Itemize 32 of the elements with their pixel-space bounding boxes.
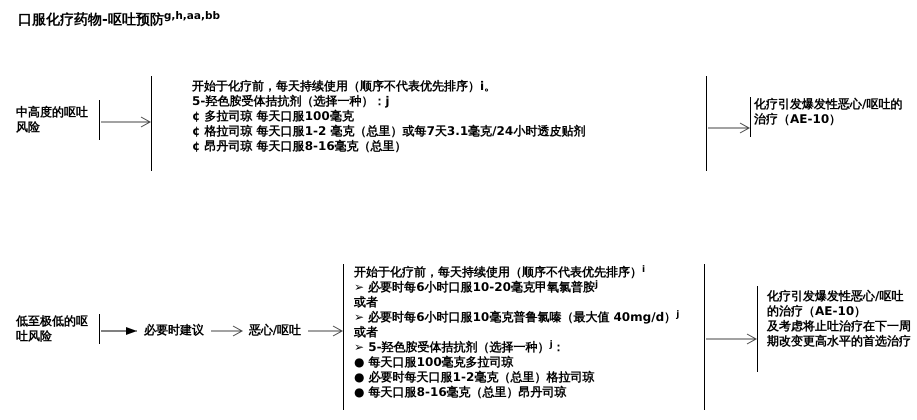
text-line: ¢ 多拉司琼 每天口服100毫克 — [192, 109, 355, 124]
text-line: 化疗引发爆发性恶心/呕吐的治疗（AE-10） — [767, 289, 904, 319]
text-line: ➢ 必要时每6小时口服10毫克普鲁氯嗪（最大值 40mg/d）$^{j}$ — [354, 310, 680, 325]
text-line: 开始于化疗前，每天持续使用（顺序不代表优先排序）i。 — [192, 79, 498, 94]
text-line: ➢ 5-羟色胺受体拮抗剂（选择一种）$^{j}$： — [354, 340, 566, 355]
text-line: 低至极低的呕吐风险 — [16, 314, 89, 344]
title: 口服化疗药物-呕吐预防$^{g,h,aa,bb}$ — [18, 10, 220, 30]
arrow — [708, 122, 750, 134]
text-line: 中高度的呕吐风险 — [16, 105, 89, 135]
text-line: 或者 — [354, 325, 379, 340]
text-line: 化疗引发爆发性恶心/呕吐的治疗（AE-10） — [754, 97, 904, 127]
arrow — [100, 327, 138, 335]
text-line: ➢ 必要时每6小时口服10-20毫克甲氧氯普胺$^{j}$ — [354, 280, 600, 295]
text-line: ● 必要时每天口服1-2毫克（总里）格拉司琼 — [354, 370, 596, 385]
regimen-block — [151, 76, 707, 171]
text-line: ¢ 昂丹司琼 每天口服8-16毫克（总里） — [192, 139, 408, 154]
outcome-block — [757, 286, 913, 372]
text-line: 恶心/呕吐 — [248, 322, 302, 338]
arrow — [210, 326, 242, 336]
text-line: ¢ 格拉司琼 每天口服1-2 毫克（总里）或每7天3.1毫克/24小时透皮贴剂 — [192, 124, 586, 139]
text-line: 及考虑将止吐治疗在下一周期改变更高水平的首选治疗 — [767, 319, 912, 349]
arrow — [308, 326, 342, 336]
arrow — [706, 334, 756, 344]
text-line: 必要时建议 — [144, 322, 204, 338]
text-line: ● 每天口服8-16毫克（总里）昂丹司琼 — [354, 385, 568, 400]
regimen-block — [343, 264, 705, 410]
text-line: 5-羟色胺受体拮抗剂（选择一种）：j — [192, 94, 390, 109]
text-line: 开始于化疗前，每天持续使用（顺序不代表优先排序）$^{i}$ — [354, 265, 646, 280]
text-line: 或者 — [354, 295, 379, 310]
text-line: ● 每天口服100毫克多拉司琼 — [354, 355, 515, 370]
risk-label — [16, 100, 100, 140]
arrow — [100, 116, 150, 128]
